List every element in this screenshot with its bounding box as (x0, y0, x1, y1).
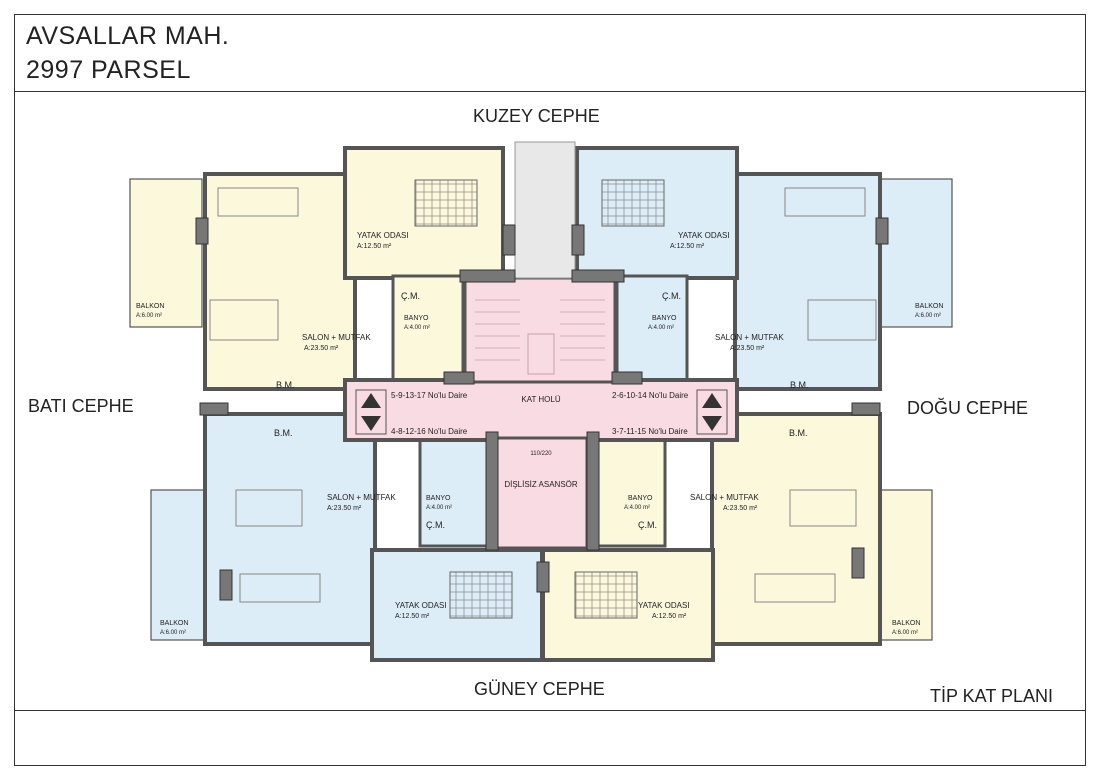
se-salon-area: A:23.50 m² (723, 505, 758, 512)
hall-label: KAT HOLÜ (521, 395, 560, 404)
bed-nw (414, 179, 478, 227)
unit-label-sw: 4-8-12-16 No'lu Daire (391, 427, 468, 436)
ne-bath-area: A:4.00 m² (648, 325, 674, 331)
sw-salon-label: SALON + MUTFAK (327, 493, 396, 502)
bed-sw (449, 571, 513, 619)
hall-arrow-west (355, 389, 387, 435)
unit-sw-salon (203, 412, 377, 646)
balcony-ne (879, 178, 953, 328)
se-bedroom-area: A:12.50 m² (652, 613, 687, 620)
nw-salon-area: A:23.50 m² (304, 345, 339, 352)
stair-well-void (527, 333, 555, 375)
se-balcony-area: A:6.00 m² (892, 630, 918, 636)
facade-west-label: BATI CEPHE (28, 396, 134, 416)
sw-bedroom-label: YATAK ODASI (395, 601, 447, 610)
ne-bm-label: B.M. (790, 380, 809, 390)
unit-nw-bath (391, 274, 465, 386)
sw-bath-label: BANYO (426, 495, 451, 502)
nw-bedroom-label: YATAK ODASI (357, 231, 409, 240)
ne-balcony-area: A:6.00 m² (915, 313, 941, 319)
sofa-sw (239, 573, 321, 603)
footer-divider (14, 710, 1086, 711)
se-bedroom-label: YATAK ODASI (638, 601, 690, 610)
ne-bedroom-area: A:12.50 m² (670, 243, 705, 250)
sofa-nw (217, 187, 299, 217)
facade-south-label: GÜNEY CEPHE (474, 679, 605, 699)
elevator-shaft (493, 436, 589, 550)
ne-salon-label: SALON + MUTFAK (715, 333, 784, 342)
unit-ne-bath (615, 274, 689, 386)
sofa-ne (784, 187, 866, 217)
drawing-frame (14, 14, 1086, 766)
unit-ne-salon (733, 172, 882, 391)
unit-label-se: 3-7-11-15 No'lu Daire (612, 427, 688, 436)
se-bath-label: BANYO (628, 495, 653, 502)
nw-bath-label: BANYO (404, 315, 429, 322)
elevator-door-label: 110/220 (530, 451, 552, 457)
se-balcony-label: BALKON (892, 620, 920, 627)
light-well (514, 141, 576, 279)
se-bath-area: A:4.00 m² (624, 505, 650, 511)
title-parcel: 2997 PARSEL (26, 56, 191, 84)
sw-balcony-area: A:6.00 m² (160, 630, 186, 636)
se-cm-label: Ç.M. (638, 520, 657, 530)
unit-se-salon (710, 412, 882, 646)
bed-ne (601, 179, 665, 227)
title-neighborhood: AVSALLAR MAH. (26, 22, 230, 50)
se-bm-label: B.M. (789, 428, 808, 438)
sw-bath-area: A:4.00 m² (426, 505, 452, 511)
balcony-nw (129, 178, 203, 328)
unit-sw-bath (418, 434, 492, 548)
hall-arrow-east (696, 389, 728, 435)
unit-se-bath (595, 434, 667, 548)
ne-bedroom-label: YATAK ODASI (678, 231, 730, 240)
sw-bedroom-area: A:12.50 m² (395, 613, 430, 620)
sw-bm-label: B.M. (274, 428, 293, 438)
unit-label-nw: 5-9-13-17 No'lu Daire (391, 391, 468, 400)
nw-balcony-label: BALKON (136, 303, 164, 310)
unit-nw-salon (203, 172, 357, 391)
stair-steps (475, 299, 605, 361)
nw-bm-label: B.M. (276, 380, 295, 390)
sw-cm-label: Ç.M. (426, 520, 445, 530)
nw-bath-area: A:4.00 m² (404, 325, 430, 331)
sw-balcony-label: BALKON (160, 620, 188, 627)
bed-se (574, 571, 638, 619)
unit-label-ne: 2-6-10-14 No'lu Daire (612, 391, 689, 400)
ne-salon-area: A:23.50 m² (730, 345, 765, 352)
kitchen-nw (209, 299, 279, 341)
kitchen-se (789, 489, 857, 527)
plan-title: TİP KAT PLANI (930, 686, 1054, 706)
nw-balcony-area: A:6.00 m² (136, 313, 162, 319)
sofa-se (754, 573, 836, 603)
stairwell (463, 276, 617, 384)
nw-cm-label: Ç.M. (401, 291, 420, 301)
ne-bath-label: BANYO (652, 315, 677, 322)
kitchen-ne (807, 299, 877, 341)
ne-balcony-label: BALKON (915, 303, 943, 310)
kitchen-sw (235, 489, 303, 527)
se-salon-label: SALON + MUTFAK (690, 493, 759, 502)
header-divider (14, 91, 1086, 92)
columns (195, 217, 889, 601)
ne-cm-label: Ç.M. (662, 291, 681, 301)
elevator-label: DİŞLİSİZ ASANSÖR (504, 480, 578, 489)
facade-north-label: KUZEY CEPHE (473, 106, 600, 126)
nw-bedroom-area: A:12.50 m² (357, 243, 392, 250)
facade-east-label: DOĞU CEPHE (907, 398, 1029, 418)
sw-salon-area: A:23.50 m² (327, 505, 362, 512)
nw-salon-label: SALON + MUTFAK (302, 333, 371, 342)
